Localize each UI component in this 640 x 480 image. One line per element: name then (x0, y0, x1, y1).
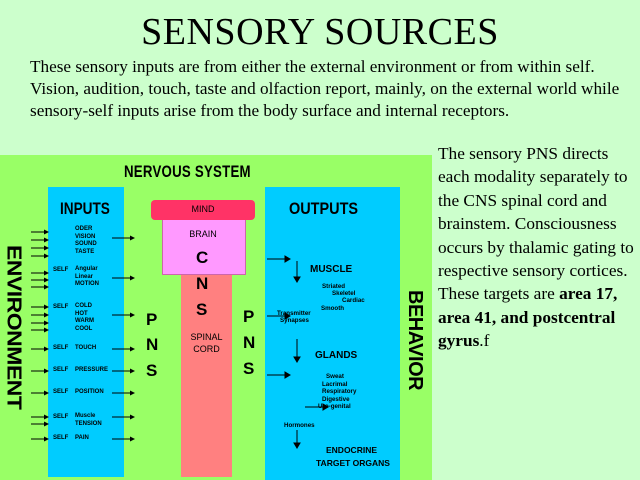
input-arrow-head (44, 277, 49, 283)
pns-arrow-head (130, 346, 135, 352)
input-arrow-head (44, 237, 49, 243)
input-arrow-head (44, 346, 49, 352)
diagram-heading: NERVOUS SYSTEM (124, 162, 251, 181)
inputs-panel (48, 187, 124, 477)
side-text-plain: The sensory PNS directs each modality se… (438, 144, 634, 304)
pns-right-s: S (243, 359, 255, 378)
gland-type: Lacrimal (322, 380, 348, 388)
outputs-heading: OUTPUTS (289, 199, 359, 218)
input-item: Angular (75, 266, 98, 272)
input-item: Linear (75, 273, 94, 280)
cns-s: S (196, 300, 208, 319)
intro-paragraph: These sensory inputs are from either the… (30, 57, 620, 120)
self-label: SELF (53, 345, 69, 351)
input-item: TOUCH (75, 345, 97, 351)
input-arrow-head (44, 270, 49, 276)
mind-label: MIND (191, 204, 215, 214)
input-item: WARM (75, 318, 94, 324)
side-explanation: The sensory PNS directs each modality se… (438, 142, 638, 353)
input-arrow-head (44, 253, 49, 259)
muscle-label: MUSCLE (310, 264, 353, 275)
gland-type: Respiratory (322, 388, 357, 395)
input-item: TASTE (75, 248, 95, 255)
input-item: HOT (75, 310, 88, 317)
input-item: ODER (75, 226, 93, 232)
pns-arrow-head (130, 235, 135, 241)
muscle-type-skeletel: Skeletel (332, 290, 356, 297)
input-arrow-head (44, 284, 49, 290)
input-arrow-head (44, 304, 49, 310)
side-text-bold: area 17, area 41, and postcentral gyrus (438, 284, 618, 351)
pns-right-n: N (243, 333, 256, 352)
input-arrow-head (44, 368, 49, 374)
gland-type: Uro-genital (318, 403, 351, 410)
input-arrow-head (44, 245, 49, 251)
input-item: TENSION (75, 420, 102, 427)
pns-arrow-head (130, 368, 135, 374)
mind-box (151, 200, 255, 220)
gland-type: Digestive (322, 395, 350, 403)
input-item: VISION (75, 233, 96, 240)
gland-type: Sweat (326, 373, 344, 380)
input-item: MOTION (75, 281, 99, 287)
input-arrow-head (44, 421, 49, 427)
hormones-label: Hormones (284, 422, 315, 429)
pns-left-s: S (146, 361, 158, 380)
input-arrow-head (44, 312, 49, 318)
self-label: SELF (53, 389, 69, 395)
environment-label: ENVIRONMENT (2, 245, 27, 410)
input-arrow-head (44, 327, 49, 333)
input-item: COLD (75, 303, 92, 309)
input-item: PRESSURE (75, 367, 109, 373)
cord-label: CORD (193, 344, 220, 354)
input-arrow-head (44, 436, 49, 442)
inputs-heading: INPUTS (60, 199, 110, 218)
input-item: COOL (75, 325, 93, 332)
muscle-type-smooth: Smooth (321, 305, 345, 312)
cns-n: N (196, 274, 209, 293)
page-title: SENSORY SOURCES (141, 11, 499, 53)
input-arrow-head (44, 229, 49, 235)
brain-box (162, 219, 246, 275)
cns-c: C (196, 248, 209, 267)
spinal-cord-column (181, 235, 232, 477)
self-label: SELF (53, 267, 69, 273)
pns-arrow-head (130, 275, 135, 281)
output-arrows (267, 255, 329, 449)
glands-label: GLANDS (315, 350, 358, 361)
transmitter-label: Transmitter (277, 310, 311, 317)
muscle-type-cardiac: Cardiac (342, 297, 365, 304)
self-label: SELF (53, 435, 69, 441)
input-item: Muscle (75, 413, 96, 419)
pns-arrow-head (130, 390, 135, 396)
input-item: POSITION (75, 389, 104, 395)
endocrine-label: ENDOCRINE (326, 445, 378, 455)
synapses-label: Synapses (280, 317, 309, 324)
behavior-label: BEHAVIOR (404, 290, 426, 391)
input-item: SOUND (75, 241, 97, 247)
self-label: SELF (53, 367, 69, 373)
input-arrow-head (44, 414, 49, 420)
input-arrows (31, 229, 135, 442)
pns-arrow-head (130, 436, 135, 442)
pns-left-n: N (146, 335, 159, 354)
input-arrow-head (44, 390, 49, 396)
side-text-tail: .f (479, 331, 490, 351)
pns-right-p: P (243, 307, 255, 326)
self-label: SELF (53, 304, 69, 310)
pns-arrow-head (130, 414, 135, 420)
target-organs-label: TARGET ORGANS (316, 458, 390, 468)
self-label: SELF (53, 414, 69, 420)
spinal-label: SPINAL (190, 332, 223, 342)
input-arrow-head (44, 320, 49, 326)
input-item: PAIN (75, 435, 89, 441)
brain-label: BRAIN (189, 229, 217, 239)
pns-left-p: P (146, 310, 158, 329)
outputs-panel (265, 187, 400, 480)
muscle-type-striated: Striated (322, 283, 346, 290)
pns-arrow-head (130, 312, 135, 318)
